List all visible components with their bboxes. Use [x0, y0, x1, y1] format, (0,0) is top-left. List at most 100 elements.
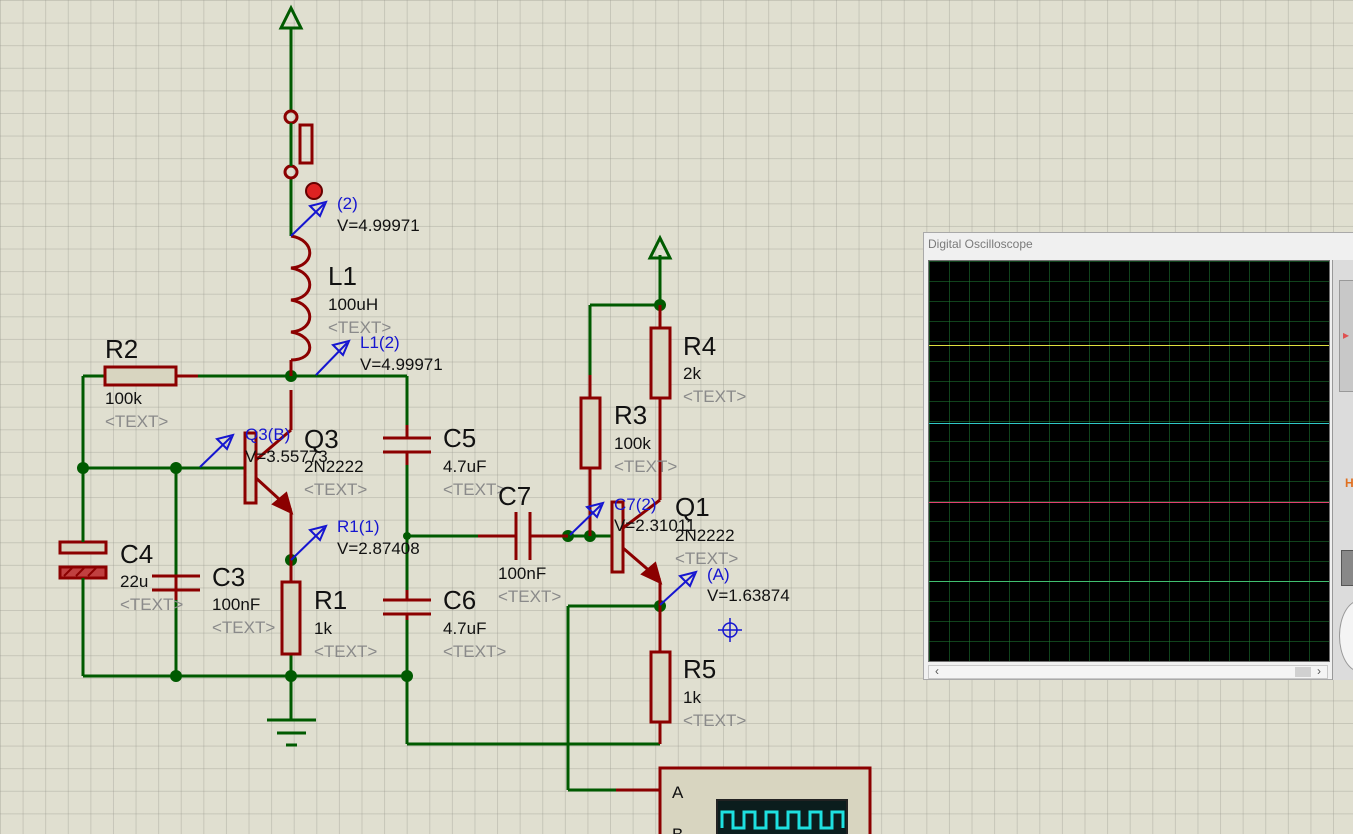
oscilloscope-screen [928, 260, 1330, 662]
oscilloscope-instrument[interactable] [616, 766, 872, 834]
q1-value: 2N2222 [675, 526, 735, 545]
probe-voltage: V=1.63874 [707, 586, 790, 605]
capacitor-c3[interactable] [152, 574, 200, 600]
r2-text: <TEXT> [105, 412, 168, 431]
transistor-q1[interactable] [610, 498, 663, 606]
transistor-q3[interactable] [243, 390, 294, 560]
q1-text: <TEXT> [675, 549, 738, 568]
probe-arrow-a [659, 570, 698, 606]
scroll-right-icon[interactable]: › [1317, 664, 1321, 678]
panel-marker-icon: ▸ [1343, 328, 1350, 342]
oscilloscope-window-title: Digital Oscilloscope [928, 237, 1033, 251]
r4-ref: R4 [683, 331, 716, 361]
oscilloscope-horizontal-scrollbar[interactable]: ‹ › [928, 664, 1328, 679]
q1-ref: Q1 [675, 492, 710, 522]
r5-value: 1k [683, 688, 701, 707]
c7-ref: C7 [498, 481, 531, 511]
r5-text: <TEXT> [683, 711, 746, 730]
l1-ref: L1 [328, 261, 357, 291]
scroll-left-icon[interactable]: ‹ [935, 664, 939, 678]
panel-trigger-control[interactable] [1339, 280, 1353, 392]
probe-arrow-q3-b [199, 433, 235, 468]
c5-text: <TEXT> [443, 480, 506, 499]
c6-ref: C6 [443, 585, 476, 615]
capacitor-c4[interactable] [58, 530, 108, 592]
r1-text: <TEXT> [314, 642, 377, 661]
r3-ref: R3 [614, 400, 647, 430]
probe-arrow-l1-2 [315, 339, 351, 376]
probe-label: (2) [337, 194, 358, 213]
power-terminal-top[interactable] [278, 4, 304, 30]
probe-label: R1(1) [337, 517, 380, 536]
trace-channel-b [929, 423, 1329, 424]
r5-ref: R5 [683, 654, 716, 684]
oscilloscope-window[interactable]: Digital Oscilloscope ‹ › ▸ H [923, 232, 1353, 680]
c3-value: 100nF [212, 595, 260, 614]
panel-h-label: H [1345, 476, 1353, 490]
probe-label: L1(2) [360, 333, 400, 352]
push-switch[interactable] [283, 109, 323, 200]
r3-value: 100k [614, 434, 651, 453]
panel-knob-control[interactable] [1341, 550, 1353, 586]
inductor-l1[interactable] [289, 234, 312, 376]
resistor-r5[interactable] [649, 606, 672, 744]
c4-value: 22u [120, 572, 148, 591]
ground-symbol[interactable] [267, 718, 316, 747]
wires [81, 28, 662, 792]
probe-label: Q3(B) [245, 425, 290, 444]
capacitor-c5[interactable] [383, 425, 431, 465]
l1-text: <TEXT> [328, 318, 391, 337]
c5-value: 4.7uF [443, 457, 486, 476]
c3-ref: C3 [212, 562, 245, 592]
crosshair-marker [718, 618, 742, 642]
scope-preview-wave [720, 810, 845, 830]
r2-ref: R2 [105, 334, 138, 364]
r4-text: <TEXT> [683, 387, 746, 406]
probe-voltage: V=4.99971 [360, 355, 443, 374]
c6-text: <TEXT> [443, 642, 506, 661]
probe-voltage: V=2.87408 [337, 539, 420, 558]
c4-text: <TEXT> [120, 595, 183, 614]
probe-voltage: V=3.55773 [245, 447, 328, 466]
c7-text: <TEXT> [498, 587, 561, 606]
probe-arrow-2 [290, 200, 328, 237]
resistor-r3[interactable] [579, 375, 602, 536]
scroll-thumb[interactable] [1295, 667, 1311, 677]
trace-channel-c [929, 502, 1329, 503]
panel-dial-control[interactable] [1339, 600, 1353, 672]
oscilloscope-control-panel[interactable]: ▸ H [1332, 260, 1353, 680]
resistor-r1[interactable] [280, 560, 302, 656]
c4-ref: C4 [120, 539, 153, 569]
r1-ref: R1 [314, 585, 347, 615]
resistor-r4[interactable] [649, 305, 672, 500]
c7-value: 100nF [498, 564, 546, 583]
q3-ref: Q3 [304, 424, 339, 454]
capacitor-c7[interactable] [478, 512, 568, 560]
trace-channel-d [929, 581, 1329, 582]
scope-channel-a: A [672, 783, 684, 802]
probe-arrows[interactable] [199, 200, 698, 606]
power-terminal-right[interactable] [647, 234, 673, 260]
r3-text: <TEXT> [614, 457, 677, 476]
c5-ref: C5 [443, 423, 476, 453]
scope-channel-b: B [672, 825, 683, 834]
probe-arrow-c7-2 [569, 501, 605, 536]
r1-value: 1k [314, 619, 332, 638]
probe-arrow-r1-1 [290, 524, 328, 561]
probe-voltage: V=4.99971 [337, 216, 420, 235]
c6-value: 4.7uF [443, 619, 486, 638]
resistor-r2[interactable] [103, 365, 178, 387]
r4-value: 2k [683, 364, 701, 383]
labels: (2) V=4.99971 L1(2) V=4.99971 Q3(B) V=3.… [105, 194, 790, 834]
q3-value: 2N2222 [304, 457, 364, 476]
l1-value: 100uH [328, 295, 378, 314]
r2-value: 100k [105, 389, 142, 408]
q3-text: <TEXT> [304, 480, 367, 499]
c3-text: <TEXT> [212, 618, 275, 637]
trace-channel-a [929, 345, 1329, 346]
capacitor-c6[interactable] [383, 590, 431, 620]
probe-voltage: V=2.31011 [614, 516, 695, 535]
probe-label: (A) [707, 565, 730, 584]
probe-label: C7(2) [614, 495, 657, 514]
